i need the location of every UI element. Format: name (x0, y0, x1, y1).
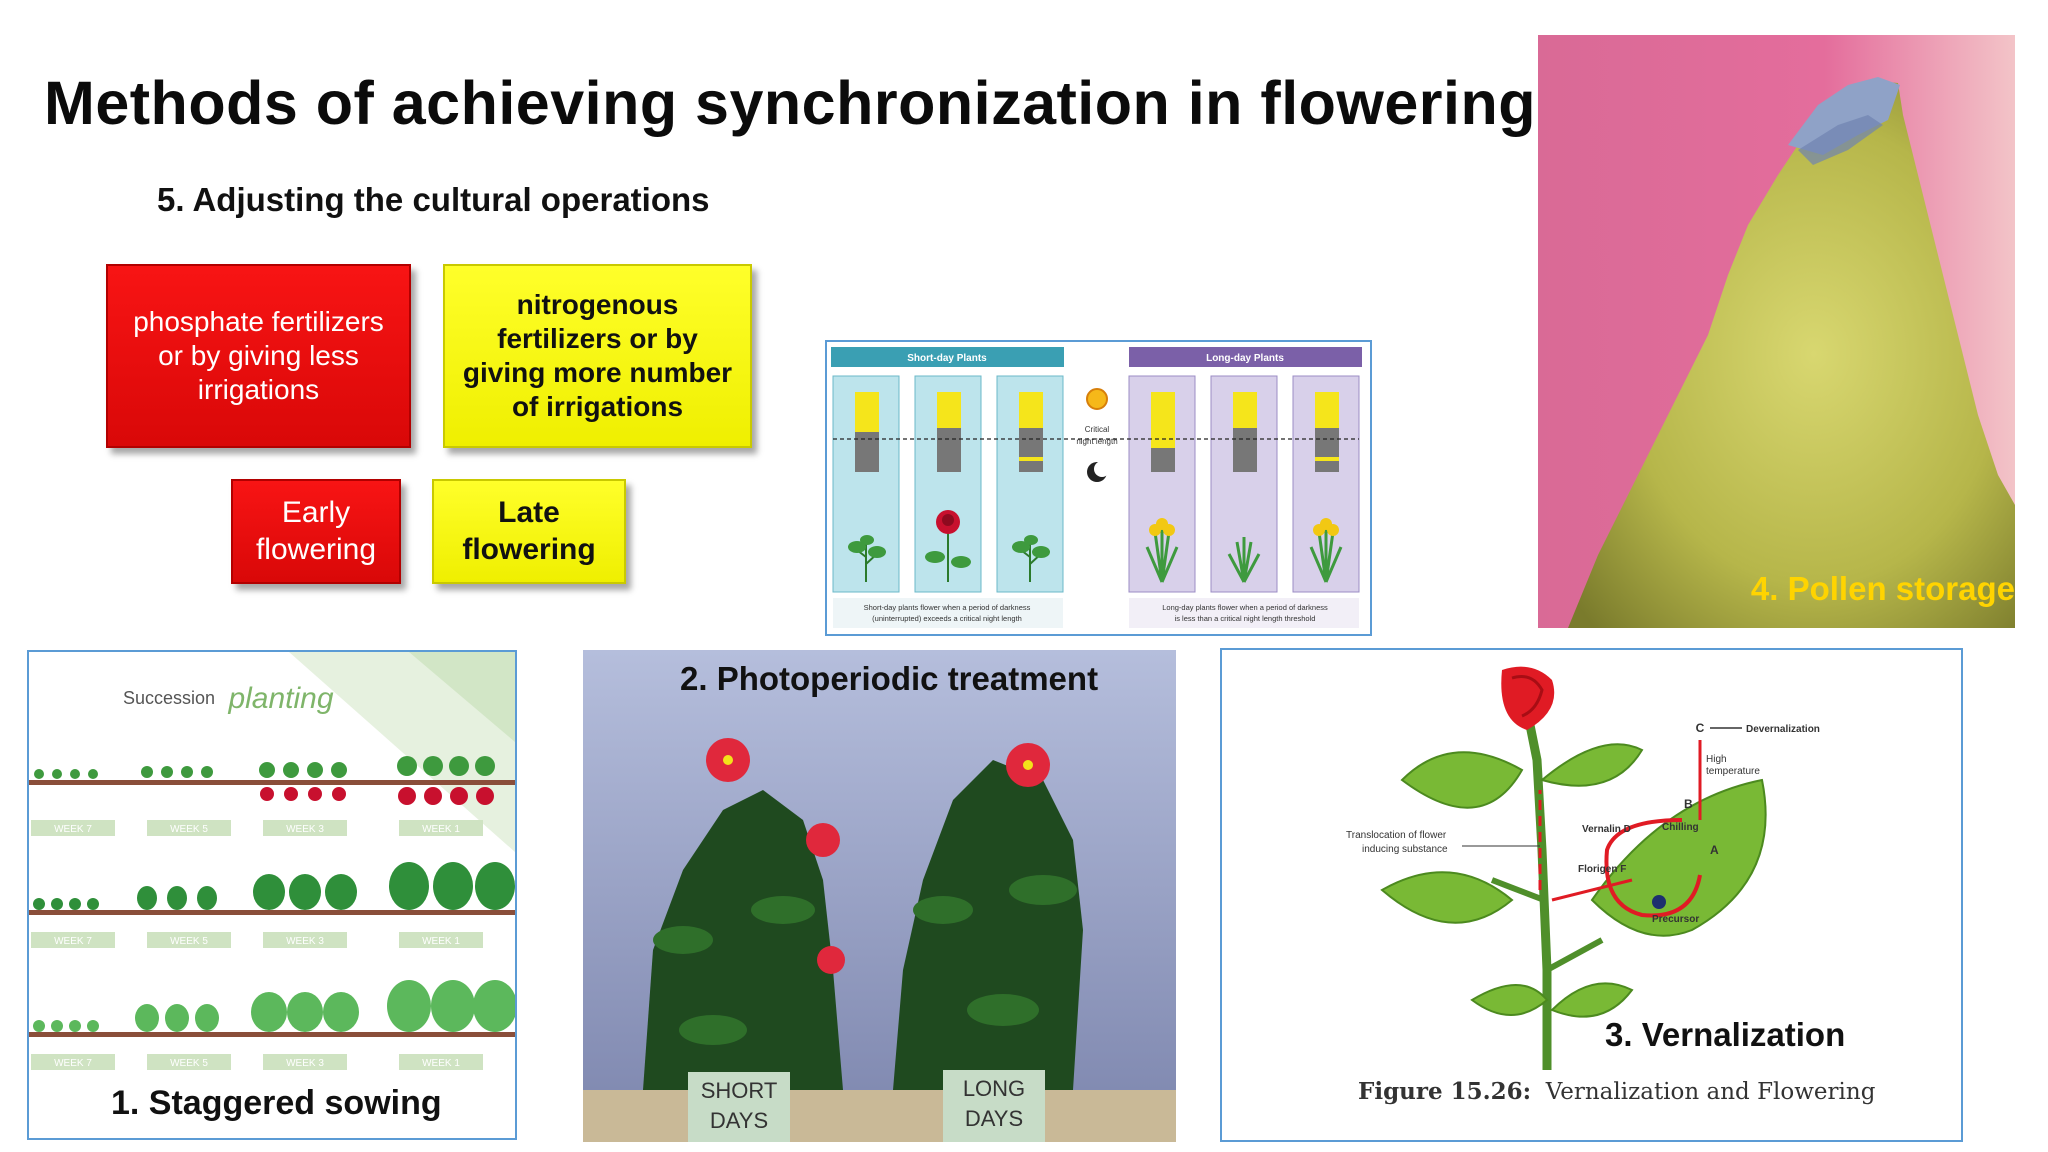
svg-text:WEEK 1: WEEK 1 (422, 936, 460, 947)
vernalization-panel: C Devernalization High temperature B A V… (1220, 648, 1963, 1142)
late-flowering-text: Late flowering (462, 495, 596, 566)
phosphate-box: phosphate fertilizers or by giving less … (106, 264, 411, 448)
staggered-sowing-label: 1. Staggered sowing (111, 1084, 442, 1122)
short-day-header: Short-day Plants (907, 353, 987, 364)
succession-word: Succession (123, 688, 215, 708)
pollen-storage-photo: 4. Pollen storage (1538, 35, 2015, 628)
short-day-caption-2: (uninterrupted) exceeds a critical night… (872, 614, 1022, 623)
photoperiod-svg: Short-day Plants Long-day Plants (831, 347, 1362, 628)
svg-text:WEEK 1: WEEK 1 (422, 824, 460, 835)
svg-text:WEEK 5: WEEK 5 (170, 1058, 208, 1069)
slide-title: Methods of achieving synchronization in … (44, 69, 1536, 137)
svg-text:WEEK 3: WEEK 3 (286, 824, 324, 835)
svg-text:WEEK 7: WEEK 7 (54, 1058, 92, 1069)
short-day-caption-1: Short-day plants flower when a period of… (864, 603, 1031, 612)
long-day-header-bg (1129, 347, 1362, 367)
high-temp-2: temperature (1706, 766, 1760, 777)
row-radishes (29, 756, 515, 805)
a-label: A (1710, 843, 1719, 857)
long-sign-line2: DAYS (965, 1106, 1023, 1131)
vernalization-label: 3. Vernalization (1605, 1016, 1846, 1053)
florigen-label: Florigen F (1578, 864, 1626, 875)
critical-label-1: Critical (1085, 425, 1110, 434)
row-spinach (29, 862, 515, 915)
c-label: C (1696, 721, 1705, 735)
photoperiodic-treatment-photo: SHORT DAYS LONG DAYS 2. Photoperiodic tr… (583, 650, 1176, 1142)
succession-planting-svg: Succession planting WEEK 7 WEEK 5 WEEK 3… (29, 652, 515, 1070)
svg-text:WEEK 7: WEEK 7 (54, 936, 92, 947)
figure-number: Figure 15.26: (1358, 1078, 1532, 1105)
long-days-sign (943, 1070, 1045, 1142)
photoperiod-diagram: Short-day Plants Long-day Plants (825, 340, 1372, 636)
translocation-2: inducing substance (1362, 844, 1448, 855)
vernalin-label: Vernalin D (1582, 824, 1631, 835)
nitrogenous-text: nitrogenous fertilizers or by giving mor… (462, 288, 733, 423)
sun-icon (1086, 388, 1108, 410)
short-day-panels (832, 375, 1064, 593)
pollen-svg (1538, 35, 2015, 628)
week-labels-row2: WEEK 7 WEEK 5 WEEK 3 WEEK 1 (31, 932, 483, 948)
translocation-1: Translocation of flower (1346, 830, 1447, 841)
short-day-header-bg (831, 347, 1064, 367)
row-lettuce (29, 980, 515, 1037)
critical-label-2: night length (1076, 437, 1117, 446)
early-flowering-text: Early flowering (255, 495, 377, 566)
figure-text: Vernalization and Flowering (1545, 1079, 1876, 1105)
svg-text:WEEK 5: WEEK 5 (170, 824, 208, 835)
photoperiodic-treatment-label: 2. Photoperiodic treatment (680, 660, 1099, 697)
vernalization-svg: C Devernalization High temperature B A V… (1346, 666, 1820, 1070)
svg-text:WEEK 5: WEEK 5 (170, 936, 208, 947)
early-flowering-box: Early flowering (231, 479, 401, 584)
planting-word: planting (227, 682, 333, 715)
long-sign-line1: LONG (963, 1076, 1025, 1101)
week-labels-row1: WEEK 7 WEEK 5 WEEK 3 WEEK 1 (31, 820, 483, 836)
staggered-sowing-panel: Succession planting WEEK 7 WEEK 5 WEEK 3… (27, 650, 517, 1140)
devernalization-label: Devernalization (1746, 724, 1820, 735)
week-labels-row3: WEEK 7 WEEK 5 WEEK 3 WEEK 1 (31, 1054, 483, 1070)
chilling-label: Chilling (1662, 822, 1699, 833)
short-sign-line2: DAYS (710, 1108, 768, 1133)
long-day-caption-2: is less than a critical night length thr… (1175, 614, 1316, 623)
nitrogenous-box: nitrogenous fertilizers or by giving mor… (443, 264, 752, 448)
high-temp-1: High (1706, 754, 1727, 765)
short-sign-line1: SHORT (701, 1078, 778, 1103)
b-label: B (1684, 797, 1693, 811)
precursor-label: Precursor (1652, 914, 1699, 925)
svg-text:WEEK 3: WEEK 3 (286, 936, 324, 947)
long-day-panels (1128, 375, 1360, 593)
short-days-sign (688, 1072, 790, 1142)
phosphate-text: phosphate fertilizers or by giving less … (133, 305, 384, 406)
subtitle: 5. Adjusting the cultural operations (157, 181, 710, 218)
photoperiodic-svg: SHORT DAYS LONG DAYS (583, 650, 1176, 1142)
svg-text:WEEK 7: WEEK 7 (54, 824, 92, 835)
long-day-caption-1: Long-day plants flower when a period of … (1162, 603, 1328, 612)
svg-text:WEEK 1: WEEK 1 (422, 1058, 460, 1069)
late-flowering-box: Late flowering (432, 479, 626, 584)
figure-caption: Figure 15.26: Vernalization and Flowerin… (1358, 1078, 1875, 1105)
long-day-header: Long-day Plants (1206, 353, 1284, 364)
pollen-storage-label: 4. Pollen storage (1750, 570, 2015, 607)
svg-text:WEEK 3: WEEK 3 (286, 1058, 324, 1069)
